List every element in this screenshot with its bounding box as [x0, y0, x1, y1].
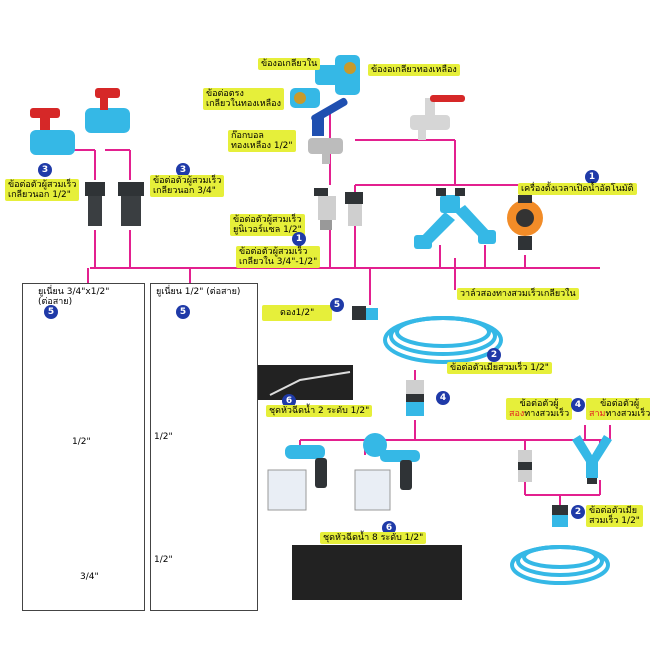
label-female-socket: ข้องอเกลียวใน — [258, 58, 321, 70]
ball-valve-right — [85, 88, 130, 133]
two-way-pre: ข้อต่อตัวผู้ — [519, 399, 559, 409]
panel-left-title: ยูเนี่ยน 3/4"x1/2" (ต่อสาย) — [38, 287, 110, 307]
label-qc-male-34: ข้อต่อตัวผู้สวมเร็ว เกลียวนอก 3/4" — [150, 175, 225, 197]
union-part — [406, 380, 424, 416]
label-qc-universal: ข้อต่อตัวผู้สวมเร็ว ยูนิเวอร์แซล 1/2" — [230, 214, 305, 236]
badge-nozzle-2: 6 — [282, 394, 296, 408]
label-hose-union-bottom: ข้อต่อตัวเมีย สวมเร็ว 1/2" — [586, 505, 643, 527]
two-way-valve-part — [414, 188, 496, 249]
label-nozzle-8: ชุดหัวฉีดน้ำ 8 ระดับ 1/2" — [320, 532, 427, 544]
two-way-hl: สอง — [509, 409, 525, 419]
panel-left-dim-top: 1/2" — [72, 437, 91, 447]
two-way-post: ทางสวมเร็ว — [524, 409, 570, 419]
panel-right-dim-bottom: 1/2" — [154, 555, 173, 565]
label-straight-brass: ข้อต่อตรง เกลียวในทองเหลือง — [203, 88, 284, 110]
label-hose: ดอง1/2" — [262, 305, 333, 321]
badge-three-way: 4 — [571, 398, 585, 412]
female-connector-bottom-part — [552, 505, 568, 527]
badge-timer: 1 — [585, 170, 599, 184]
timer-part — [507, 195, 543, 250]
nozzle-2-level-part — [258, 365, 353, 511]
label-qc-male-34-half: ข้อต่อตัวผู้สวมเร็ว เกลียวใน 3/4"-1/2" — [236, 246, 321, 268]
garden-tap-part — [410, 95, 465, 140]
badge-hose-union: 2 — [487, 348, 501, 362]
straight-brass-part — [290, 88, 320, 108]
brass-elbow-part — [315, 55, 360, 95]
nozzle-8-level-part — [292, 433, 462, 600]
panel-left-dim-bottom: 3/4" — [80, 572, 99, 582]
badge-qc-male-half: 3 — [38, 163, 52, 177]
label-brass-elbow: ข้องอเกลียวทองเหลือง — [368, 64, 460, 76]
panel-right-badge: 5 — [176, 305, 190, 319]
qc-male-34-part — [118, 182, 144, 226]
panel-right-dim-top: 1/2" — [154, 432, 173, 442]
label-brass-ball-valve: ก๊อกบอล ทองเหลือง 1/2" — [228, 130, 296, 152]
label-three-way-connector: ข้อต่อตัวผู้ สามทางสวมเร็ว — [586, 398, 650, 420]
badge-nozzle-8: 6 — [382, 521, 396, 535]
brass-ball-valve-part — [308, 97, 348, 164]
label-qc-male-half: ข้อต่อตัวผู้สวมเร็ว เกลียวนอก 1/2" — [5, 179, 80, 201]
label-timer: เครื่องตั้งเวลาเปิดน้ำอัตโนมัติ — [518, 183, 637, 195]
qc-universal-part — [314, 188, 336, 230]
hose-coil — [383, 316, 503, 364]
label-two-way-valve: วาล์วสองทางสวมเร็วเกลียวใน — [457, 288, 579, 300]
label-hose-union: ข้อต่อตัวเมียสวมเร็ว 1/2" — [447, 362, 552, 374]
badge-union-piece: 4 — [436, 391, 450, 405]
hose-connector-part — [352, 306, 378, 320]
three-way-post: ทางสวมเร็ว — [605, 409, 650, 419]
badge-hose: 5 — [330, 298, 344, 312]
two-way-connector-part — [518, 450, 532, 482]
three-way-hl: สาม — [589, 409, 606, 419]
label-two-way-connector: ข้อต่อตัวผู้ สองทางสวมเร็ว — [506, 398, 573, 420]
panel-left-badge: 5 — [44, 305, 58, 319]
badge-hose-union-bottom: 2 — [571, 505, 585, 519]
panel-union-half — [150, 283, 258, 611]
badge-qc-universal: 1 — [292, 232, 306, 246]
three-way-connector-part — [572, 435, 612, 484]
badge-qc-male-34: 3 — [176, 163, 190, 177]
label-nozzle-2: ชุดหัวฉีดน้ำ 2 ระดับ 1/2" — [266, 405, 373, 417]
qc-female-part — [345, 192, 363, 226]
panel-union-3-4 — [22, 283, 145, 611]
hose-coil-bottom — [510, 545, 610, 585]
qc-male-half-part — [85, 182, 105, 226]
ball-valve-left — [30, 108, 75, 155]
three-way-pre: ข้อต่อตัวผู้ — [600, 399, 640, 409]
panel-right-title: ยูเนี่ยน 1/2" (ต่อสาย) — [156, 287, 241, 297]
